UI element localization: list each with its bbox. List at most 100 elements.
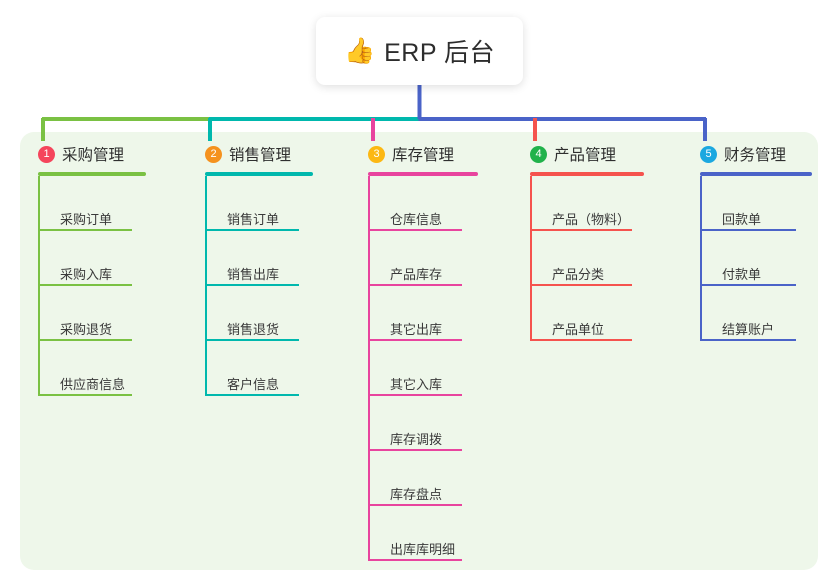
branch-item-underline — [40, 339, 132, 341]
branch-title-label: 财务管理 — [724, 147, 787, 164]
branch-number-badge: 1 — [38, 145, 55, 163]
branch-item-label: 仓库信息 — [390, 212, 443, 227]
branch-header-3[interactable]: 3 库存管理 — [368, 143, 478, 165]
branch-item-underline — [532, 284, 632, 286]
branch-header-underline — [530, 172, 644, 176]
branch-item[interactable]: 销售订单 — [205, 176, 313, 231]
branch-title-label: 销售管理 — [229, 147, 292, 164]
branch-header-5[interactable]: 5 财务管理 — [700, 143, 812, 165]
branch-item-label: 产品分类 — [552, 267, 605, 282]
branch-spine — [368, 176, 370, 561]
branch-header-1[interactable]: 1 采购管理 — [38, 143, 146, 165]
branch-item[interactable]: 销售退货 — [205, 286, 313, 341]
branch-item-label: 供应商信息 — [60, 377, 126, 392]
branch-item-list: 产品（物料） 产品分类产品单位 — [530, 176, 644, 341]
branch-item[interactable]: 其它入库 — [368, 341, 478, 396]
branch-item-label: 销售退货 — [227, 322, 280, 337]
branch-item-underline — [370, 504, 462, 506]
branch-item[interactable]: 库存盘点 — [368, 451, 478, 506]
branch-spine — [530, 176, 532, 341]
branch-item-label: 其它入库 — [390, 377, 443, 392]
branch-spine — [205, 176, 207, 396]
branch-number-badge: 5 — [700, 145, 717, 163]
branch-item[interactable]: 付款单 — [700, 231, 812, 286]
branch-title-label: 库存管理 — [392, 147, 455, 164]
root-node-content: 👍 ERP 后台 — [344, 33, 495, 69]
branch-column-1: 1 采购管理采购订单采购入库采购退货供应商信息 — [38, 143, 146, 396]
branch-item-label: 出库库明细 — [390, 542, 456, 557]
branch-header-2[interactable]: 2 销售管理 — [205, 143, 313, 165]
branch-item[interactable]: 产品库存 — [368, 231, 478, 286]
branch-item-list: 仓库信息产品库存其它出库其它入库库存调拨库存盘点出库库明细 — [368, 176, 478, 561]
branch-item-label: 采购入库 — [60, 267, 113, 282]
branch-item-underline — [702, 229, 796, 231]
branch-item[interactable]: 仓库信息 — [368, 176, 478, 231]
branch-item-label: 销售出库 — [227, 267, 280, 282]
branch-item-underline — [370, 284, 462, 286]
branch-item-label: 库存调拨 — [390, 432, 443, 447]
branch-item-label: 库存盘点 — [390, 487, 443, 502]
branch-item-label: 其它出库 — [390, 322, 443, 337]
branch-item-label: 产品单位 — [552, 322, 605, 337]
branch-header-underline — [368, 172, 478, 176]
branch-item-list: 销售订单销售出库销售退货客户信息 — [205, 176, 313, 396]
branch-column-4: 4 产品管理产品（物料） 产品分类产品单位 — [530, 143, 644, 341]
branch-item-underline — [702, 284, 796, 286]
branch-number-badge: 2 — [205, 145, 222, 163]
branch-item-underline — [370, 394, 462, 396]
branch-item-label: 付款单 — [722, 267, 762, 282]
branch-item[interactable]: 其它出库 — [368, 286, 478, 341]
branch-item[interactable]: 库存调拨 — [368, 396, 478, 451]
branch-item-underline — [40, 394, 132, 396]
branch-item-label: 销售订单 — [227, 212, 280, 227]
branch-item-underline — [370, 559, 462, 561]
branch-item-underline — [40, 284, 132, 286]
branch-item-underline — [207, 229, 299, 231]
branch-item-list: 采购订单采购入库采购退货供应商信息 — [38, 176, 146, 396]
branch-item-underline — [370, 229, 462, 231]
branch-item-underline — [40, 229, 132, 231]
branch-header-underline — [205, 172, 313, 176]
branch-item[interactable]: 产品单位 — [530, 286, 644, 341]
branch-item-underline — [207, 284, 299, 286]
branch-item[interactable]: 回款单 — [700, 176, 812, 231]
branch-item[interactable]: 采购入库 — [38, 231, 146, 286]
branch-spine — [700, 176, 702, 341]
branch-column-3: 3 库存管理仓库信息产品库存其它出库其它入库库存调拨库存盘点出库库明细 — [368, 143, 478, 561]
branch-item[interactable]: 产品分类 — [530, 231, 644, 286]
branch-item[interactable]: 销售出库 — [205, 231, 313, 286]
branch-column-2: 2 销售管理销售订单销售出库销售退货客户信息 — [205, 143, 313, 396]
branch-item-list: 回款单付款单结算账户 — [700, 176, 812, 341]
branch-item-label: 结算账户 — [722, 322, 775, 337]
branch-item-underline — [207, 339, 299, 341]
branch-item[interactable]: 出库库明细 — [368, 506, 478, 561]
branch-item-underline — [702, 339, 796, 341]
branch-header-underline — [700, 172, 812, 176]
branch-item-label: 客户信息 — [227, 377, 280, 392]
branch-item[interactable]: 采购退货 — [38, 286, 146, 341]
branch-item-label: 采购退货 — [60, 322, 113, 337]
branch-item-label: 采购订单 — [60, 212, 113, 227]
branches-panel — [20, 132, 818, 570]
root-node-card[interactable]: 👍 ERP 后台 — [316, 17, 523, 85]
branch-item-label: 产品库存 — [390, 267, 443, 282]
branch-number-badge: 3 — [368, 145, 385, 163]
branch-title-label: 采购管理 — [62, 147, 125, 164]
branch-item-underline — [532, 229, 632, 231]
branch-item-label: 产品（物料） — [552, 212, 631, 227]
branch-item[interactable]: 结算账户 — [700, 286, 812, 341]
branch-header-underline — [38, 172, 146, 176]
branch-header-4[interactable]: 4 产品管理 — [530, 143, 644, 165]
branch-title-label: 产品管理 — [554, 147, 617, 164]
branch-item[interactable]: 产品（物料） — [530, 176, 644, 231]
branch-item[interactable]: 客户信息 — [205, 341, 313, 396]
branch-item-underline — [532, 339, 632, 341]
branch-item-label: 回款单 — [722, 212, 762, 227]
branch-number-badge: 4 — [530, 145, 547, 163]
branch-item[interactable]: 供应商信息 — [38, 341, 146, 396]
branch-column-5: 5 财务管理回款单付款单结算账户 — [700, 143, 812, 341]
branch-item-underline — [207, 394, 299, 396]
branch-spine — [38, 176, 40, 396]
root-node-label: ERP 后台 — [384, 39, 496, 67]
branch-item[interactable]: 采购订单 — [38, 176, 146, 231]
